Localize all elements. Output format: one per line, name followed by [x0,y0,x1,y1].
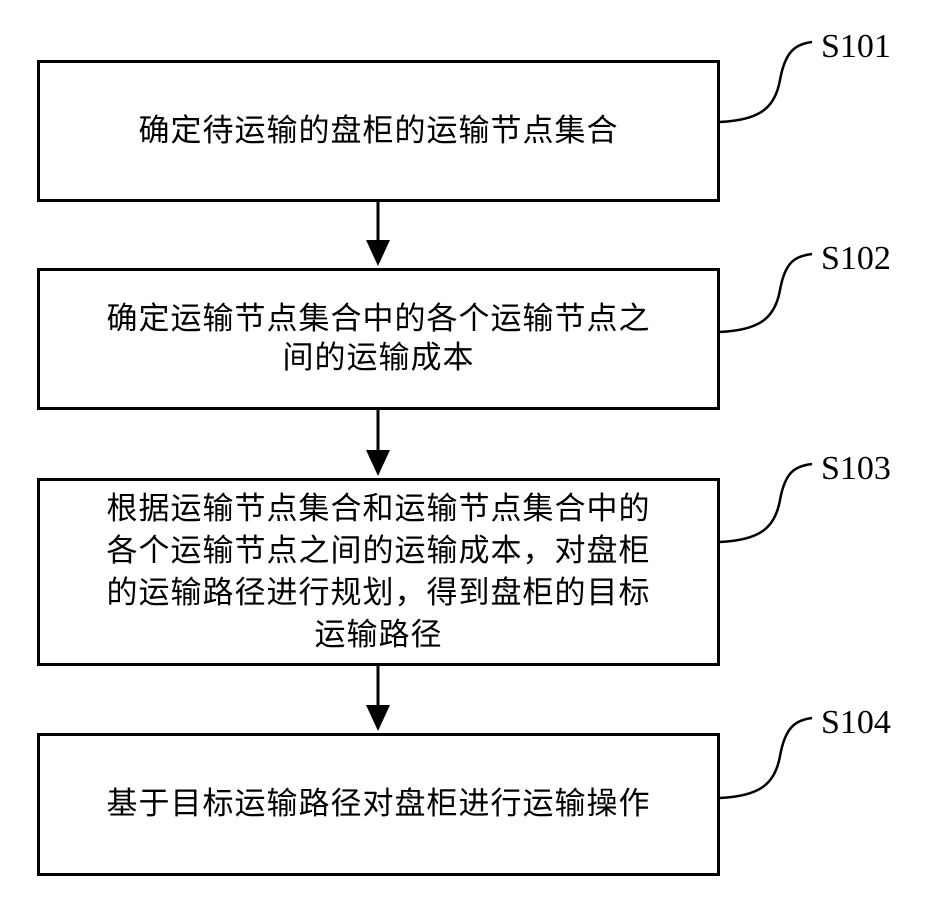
leader-line-s104 [720,718,812,798]
leader-line-s102 [720,254,812,332]
step-box-s101: 确定待运输的盘柜的运输节点集合 [37,60,720,202]
leader-line-s103 [720,464,812,542]
step-label-s102: S102 [821,242,891,276]
arrow-s103-to-s104 [366,666,390,731]
step-text-s101: 确定待运输的盘柜的运输节点集合 [139,112,619,151]
step-text-s102: 确定运输节点集合中的各个运输节点之 间的运输成本 [107,300,651,378]
step-text-s104: 基于目标运输路径对盘柜进行运输操作 [107,785,651,824]
step-label-s104: S104 [821,706,891,740]
step-box-s103: 根据运输节点集合和运输节点集合中的 各个运输节点之间的运输成本，对盘柜 的运输路… [37,478,720,666]
arrow-s102-to-s103 [366,410,390,476]
step-text-s103: 根据运输节点集合和运输节点集合中的 各个运输节点之间的运输成本，对盘柜 的运输路… [107,488,651,656]
arrow-s101-to-s102 [366,202,390,266]
step-label-s103: S103 [821,452,891,486]
leader-line-s101 [720,42,812,122]
step-label-s101: S101 [821,30,891,64]
step-box-s102: 确定运输节点集合中的各个运输节点之 间的运输成本 [37,268,720,410]
step-box-s104: 基于目标运输路径对盘柜进行运输操作 [37,733,720,876]
